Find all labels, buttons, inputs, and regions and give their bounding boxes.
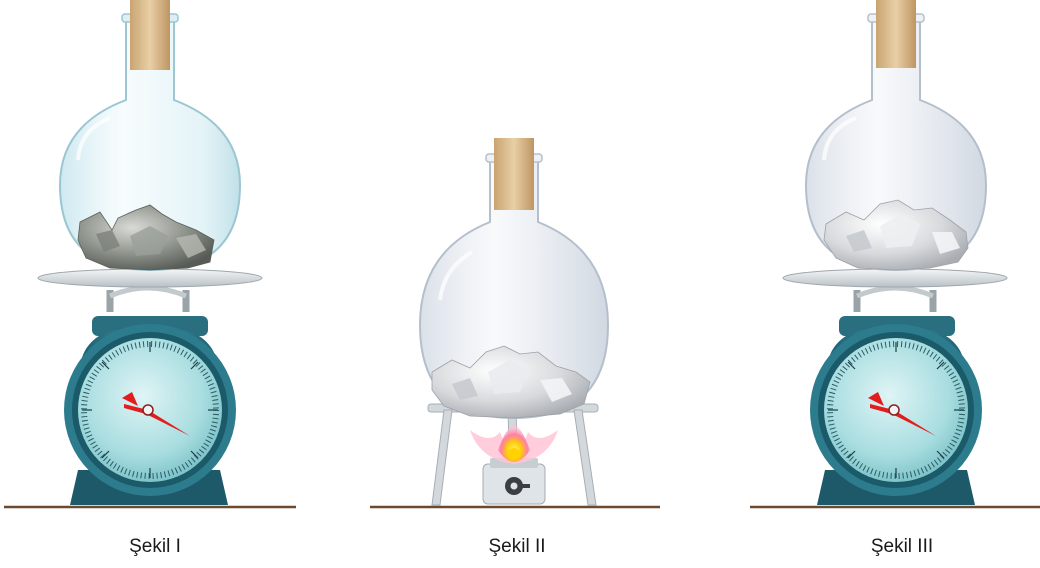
figure-2 <box>370 138 660 507</box>
bunsen-burner <box>483 458 545 504</box>
figure-3 <box>750 0 1040 507</box>
cork-stopper <box>876 0 916 68</box>
flask <box>60 0 240 270</box>
caption-figure-1: Şekil I <box>55 536 255 558</box>
scale <box>64 288 236 505</box>
cork-stopper <box>130 0 170 70</box>
scale <box>810 288 982 505</box>
scale-plate <box>783 269 1007 287</box>
caption-figure-2: Şekil II <box>417 536 617 558</box>
flame <box>470 424 558 464</box>
caption-figure-3: Şekil III <box>802 536 1002 558</box>
flask <box>420 138 608 418</box>
figure-1 <box>4 0 296 507</box>
cork-stopper <box>494 138 534 210</box>
scale-plate <box>38 269 262 287</box>
flask <box>806 0 986 270</box>
